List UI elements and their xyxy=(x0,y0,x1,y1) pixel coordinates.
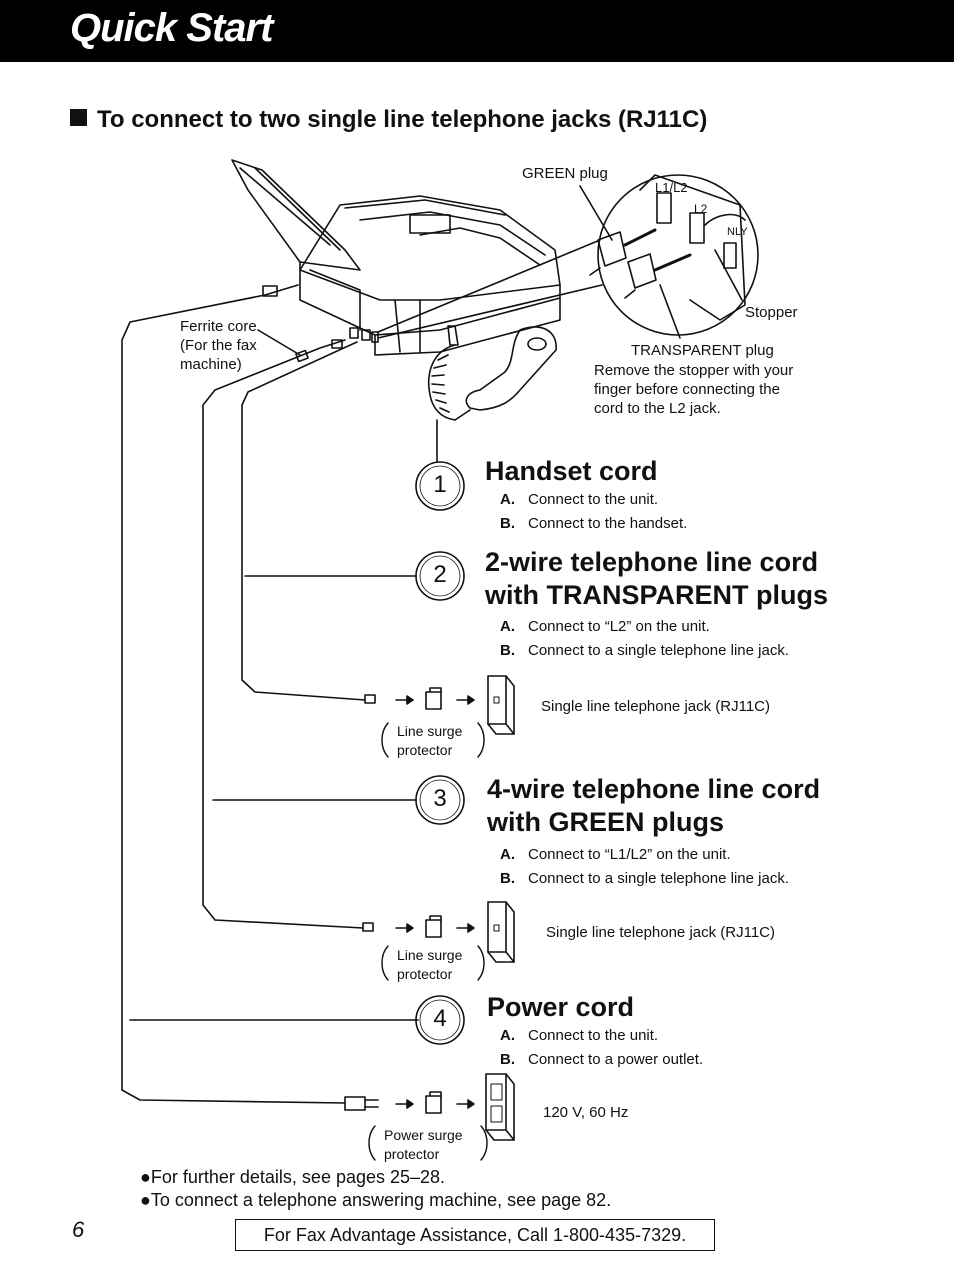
item-letter: A. xyxy=(500,491,515,508)
item-letter: A. xyxy=(500,618,515,635)
step4-chain xyxy=(395,1073,515,1141)
protector-line: protector xyxy=(384,1146,440,1162)
title-line: with TRANSPARENT plugs xyxy=(485,580,828,610)
jack-label-l1l2: L1/L2 xyxy=(655,180,688,195)
header-banner: Quick Start xyxy=(0,0,954,62)
step-number: 1 xyxy=(433,471,447,498)
green-plug-label: GREEN plug xyxy=(522,165,608,182)
step3-chain xyxy=(395,901,515,963)
page-number: 6 xyxy=(72,1217,85,1242)
step3-instructions: A. Connect to “L1/L2” on the unit. B. Conn… xyxy=(500,843,789,891)
step2-title: 2-wire telephone line cord with TRANSPAR… xyxy=(485,546,828,612)
item-text: Connect to “L2” on the unit. xyxy=(528,618,710,635)
page-title: Quick Start xyxy=(70,6,273,50)
item-letter: B. xyxy=(500,515,515,532)
footnote: ●To connect a telephone answering machin… xyxy=(140,1190,612,1210)
jack-label-l2: L2 xyxy=(694,202,708,216)
step2-protector-label: Line surge protector xyxy=(397,722,462,760)
ferrite-line: Ferrite core xyxy=(180,318,257,335)
protector-line: protector xyxy=(397,966,453,982)
footnote: ●For further details, see pages 25–28. xyxy=(140,1167,446,1187)
fax-machine-illustration xyxy=(231,159,561,356)
item-letter: A. xyxy=(500,1027,515,1044)
section-heading-text: To connect to two single line telephone … xyxy=(97,106,708,133)
step3-title: 4-wire telephone line cord with GREEN pl… xyxy=(487,773,820,839)
step2-chain xyxy=(395,675,515,735)
note-line: finger before connecting the xyxy=(594,381,780,398)
protector-line: Power surge xyxy=(384,1127,463,1143)
step2-jack-label: Single line telephone jack (RJ11C) xyxy=(541,698,771,715)
step-number: 3 xyxy=(433,785,447,812)
step4-title: Power cord xyxy=(487,992,635,1022)
item-text: Connect to the handset. xyxy=(528,515,688,532)
note-line: Remove the stopper with your xyxy=(594,362,794,379)
ferrite-core-label: Ferrite core (For the fax machine) xyxy=(180,317,257,374)
item-letter: B. xyxy=(500,642,515,659)
section-heading: To connect to two single line telephone … xyxy=(70,106,707,134)
step2-instructions: A. Connect to “L2” on the unit. B. Connect… xyxy=(500,615,789,663)
step4-outlet-label: 120 V, 60 Hz xyxy=(543,1104,629,1121)
square-bullet-icon xyxy=(70,109,87,126)
step-number-circles xyxy=(415,461,465,1045)
protector-line: Line surge xyxy=(397,723,463,739)
item-text: Connect to the unit. xyxy=(528,1027,659,1044)
step3-protector-label: Line surge protector xyxy=(397,946,462,984)
assistance-box: For Fax Advantage Assistance, Call 1-800… xyxy=(235,1219,715,1251)
protector-line: protector xyxy=(397,742,453,758)
step4-instructions: A. Connect to the unit. B. Connect to a po… xyxy=(500,1024,703,1072)
item-letter: B. xyxy=(500,870,515,887)
protector-line: Line surge xyxy=(397,947,463,963)
transparent-note: Remove the stopper with your finger befo… xyxy=(594,361,793,418)
footnotes: ●For further details, see pages 25–28. ●… xyxy=(140,1166,611,1212)
step3-jack-label: Single line telephone jack (RJ11C) xyxy=(546,924,776,941)
title-line: 4-wire telephone line cord xyxy=(487,774,821,804)
item-text: Connect to “L1/L2” on the unit. xyxy=(528,846,731,863)
ferrite-line: machine) xyxy=(180,356,242,373)
step-number: 2 xyxy=(433,561,447,588)
step4-protector-label: Power surge protector xyxy=(384,1126,463,1164)
protector-brackets xyxy=(368,722,488,1161)
transparent-plug-label: TRANSPARENT plug xyxy=(631,342,774,359)
step1-title: Handset cord xyxy=(485,456,658,486)
jack-closeup-callout xyxy=(377,174,759,339)
item-letter: A. xyxy=(500,846,515,863)
title-line: 2-wire telephone line cord xyxy=(485,547,819,577)
stopper-label: Stopper xyxy=(745,304,798,321)
jack-label-only: NLY xyxy=(727,226,748,238)
item-letter: B. xyxy=(500,1051,515,1068)
item-text: Connect to a single telephone line jack. xyxy=(528,870,790,887)
note-line: cord to the L2 jack. xyxy=(594,400,721,417)
item-text: Connect to a single telephone line jack. xyxy=(528,642,790,659)
fax-cords xyxy=(121,284,438,1111)
step-number: 4 xyxy=(433,1005,447,1032)
ferrite-line: (For the fax xyxy=(180,337,257,354)
item-text: Connect to a power outlet. xyxy=(528,1051,704,1068)
step1-instructions: A. Connect to the unit. B. Connect to the … xyxy=(500,488,687,536)
item-text: Connect to the unit. xyxy=(528,491,659,508)
title-line: with GREEN plugs xyxy=(487,807,725,837)
handset-illustration xyxy=(428,326,557,421)
